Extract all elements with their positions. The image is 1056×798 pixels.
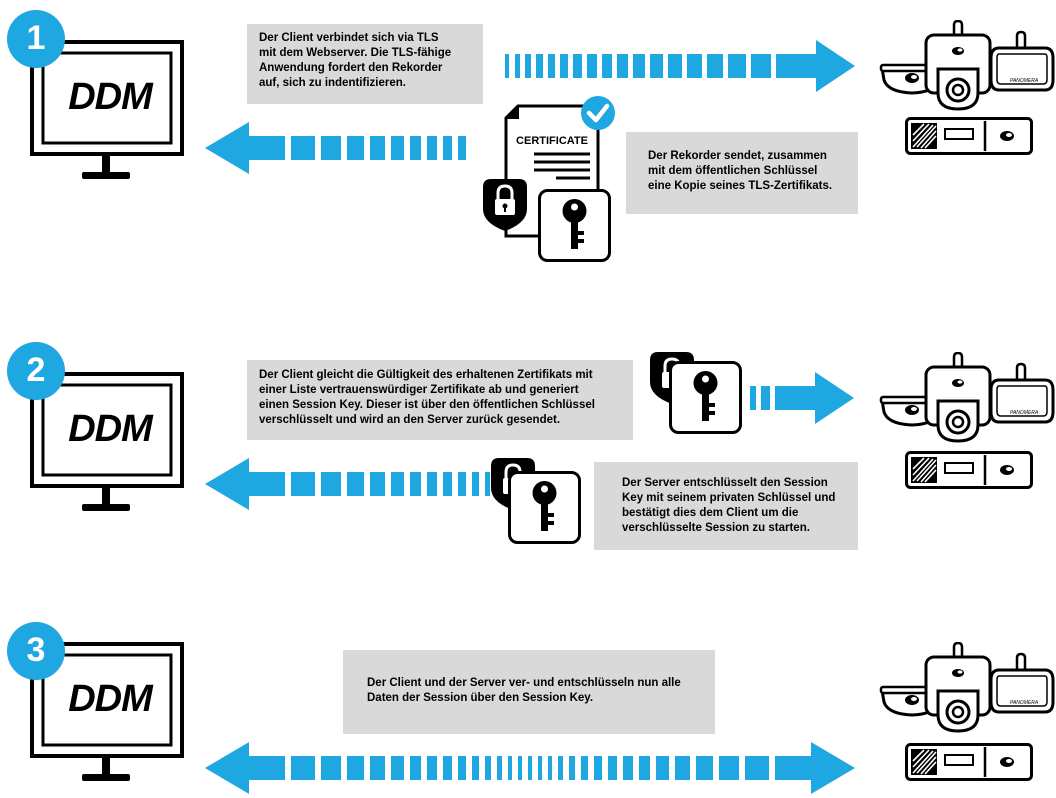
arrow-right bbox=[750, 372, 854, 424]
recorder-icon bbox=[905, 117, 1033, 155]
panomera-label: PANOMERA bbox=[1010, 410, 1039, 416]
recorder-icon bbox=[905, 743, 1033, 781]
ptz-camera-icon bbox=[924, 20, 992, 111]
key-icon bbox=[669, 361, 742, 434]
client-text-box: Der Client verbindet sich via TLS mit de… bbox=[247, 24, 483, 104]
bidirectional-arrow bbox=[205, 742, 855, 794]
arrow-left bbox=[205, 458, 490, 510]
key-icon bbox=[538, 189, 611, 262]
step-2-section: DDM 2 Der Client gleicht die Gültigkeit … bbox=[0, 330, 1056, 560]
client-text-box: Der Client gleicht die Gültigkeit des er… bbox=[247, 360, 633, 440]
step-number: 3 bbox=[26, 631, 46, 669]
step-number-badge bbox=[7, 622, 65, 680]
step-1-section: DDM 1 Der Client verbindet sich via TLS … bbox=[0, 0, 1056, 262]
step-number: 1 bbox=[26, 19, 46, 57]
step-3-section: DDM 3 Der Client und der Server ver- und… bbox=[0, 612, 1056, 794]
arrow-left bbox=[205, 122, 466, 174]
monitor-label: DDM bbox=[68, 76, 153, 118]
checkmark-icon bbox=[581, 96, 615, 130]
server-text-box: Der Rekorder sendet, zusammen mit dem öf… bbox=[626, 132, 858, 214]
shared-text-box: Der Client und der Server ver- und entsc… bbox=[343, 650, 715, 734]
monitor-label: DDM bbox=[68, 678, 153, 720]
certificate-label: CERTIFICATE bbox=[516, 135, 588, 147]
ptz-camera-icon bbox=[924, 642, 992, 733]
step-number-badge bbox=[7, 342, 65, 400]
ptz-camera-icon bbox=[924, 352, 992, 443]
step-number: 2 bbox=[26, 351, 46, 389]
step-number-badge bbox=[7, 10, 65, 68]
server-text-box: Der Server entschlüsselt den Session Key… bbox=[594, 462, 858, 550]
padlock-icon bbox=[481, 177, 529, 233]
panomera-label: PANOMERA bbox=[1010, 78, 1039, 84]
arrow-right bbox=[505, 40, 855, 92]
panomera-label: PANOMERA bbox=[1010, 700, 1039, 706]
monitor-label: DDM bbox=[68, 408, 153, 450]
recorder-icon bbox=[905, 451, 1033, 489]
key-icon bbox=[508, 471, 581, 544]
